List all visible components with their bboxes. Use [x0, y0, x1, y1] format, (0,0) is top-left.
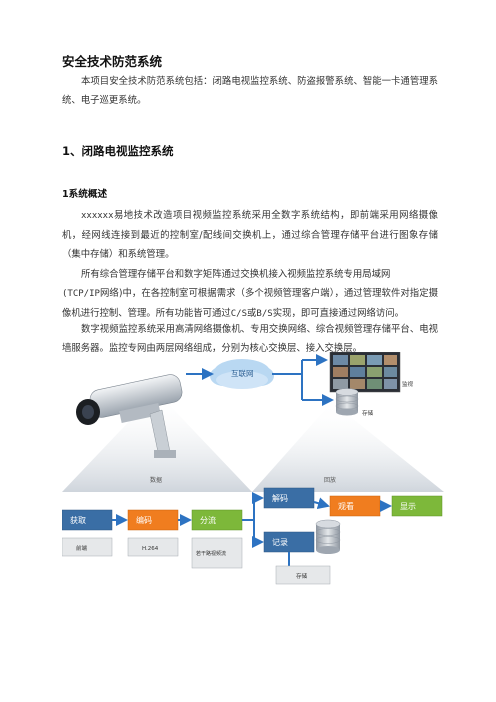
display-box	[391, 495, 443, 517]
storage-bottom-box	[275, 565, 331, 585]
bs-mode: B/S	[256, 309, 273, 319]
redacted-project-name: xxxxxx	[81, 211, 114, 221]
storage-top-label: 存储	[362, 409, 374, 417]
monitor-label: 监视	[402, 380, 414, 388]
storage-bottom-label: 存储	[296, 572, 308, 580]
decode-box	[263, 487, 315, 509]
display-label: 显示	[400, 502, 416, 511]
page-title: 安全技术防范系统	[62, 54, 163, 69]
storage-top-icon	[335, 388, 359, 416]
overview-text-2a: 所有综合管理存储平台和数字矩阵通过交换机接入视频监控系统专用局域网	[81, 269, 391, 280]
system-diagram: 数据 回放 互联网 监视	[62, 352, 444, 585]
record-label: 记录	[272, 538, 288, 547]
right-band	[252, 402, 444, 492]
subsection-heading: 1系统概述	[62, 189, 108, 200]
protocol-text: (TCP/IP	[62, 289, 100, 299]
acquire-sub-box	[62, 537, 113, 557]
encode-sub-box	[127, 537, 179, 557]
internet-cloud-icon	[210, 359, 274, 389]
cloud-label: 互联网	[231, 369, 254, 378]
section-heading: 1、闭路电视监控系统	[62, 144, 174, 158]
view-label: 观看	[338, 502, 354, 511]
overview-text-2d: 实现，即可直接通过网络访问。	[272, 308, 404, 319]
network-camera-icon	[76, 374, 183, 458]
encode-sub-label: H.264	[142, 546, 159, 552]
overview-text-1: 易地技术改造项目视频监控系统采用全数字系统结构，即前端采用网络摄像机，经网线连接…	[62, 210, 438, 260]
acquire-label: 获取	[70, 515, 86, 525]
overview-paragraph-3: 数字视频监控系统采用高清网络摄像机、专用交换网络、综合视频管理存储平台、电视墙服…	[62, 320, 438, 358]
distribute-sub-box	[191, 537, 243, 569]
monitor-wall-icon	[329, 352, 401, 393]
left-band-label: 数据	[150, 476, 162, 484]
distribute-sub-label: 若干路视频流	[196, 550, 226, 557]
acquire-sub-label: 前端	[76, 544, 88, 552]
storage-bottom-icon	[315, 519, 341, 554]
overview-text-2c: 或	[247, 308, 257, 319]
intro-paragraph: 本项目安全技术防范系统包括：闭路电视监控系统、防盗报警系统、智能一卡通管理系统、…	[62, 72, 438, 110]
encode-label: 编码	[136, 515, 152, 525]
arrow-decode-view	[313, 497, 330, 510]
overview-text-3: 数字视频监控系统采用高清网络摄像机、专用交换网络、综合视频管理存储平台、电视墙服…	[62, 324, 438, 354]
decode-label: 解码	[272, 493, 288, 503]
cs-mode: C/S	[230, 309, 248, 319]
overview-paragraph-2: 所有综合管理存储平台和数字矩阵通过交换机接入视频监控系统专用局域网 (TCP/I…	[62, 265, 438, 324]
right-band-label: 回放	[324, 476, 336, 484]
distribute-label: 分流	[200, 515, 216, 525]
overview-text-2b: 网络)中，在各控制室可根据需求（多个视频管理客户端），通过管理软件对指定摄像机进…	[62, 288, 438, 319]
intro-text: 本项目安全技术防范系统包括：闭路电视监控系统、防盗报警系统、智能一卡通管理系统、…	[62, 76, 438, 106]
overview-paragraph-1: xxxxxx易地技术改造项目视频监控系统采用全数字系统结构，即前端采用网络摄像机…	[62, 206, 438, 264]
